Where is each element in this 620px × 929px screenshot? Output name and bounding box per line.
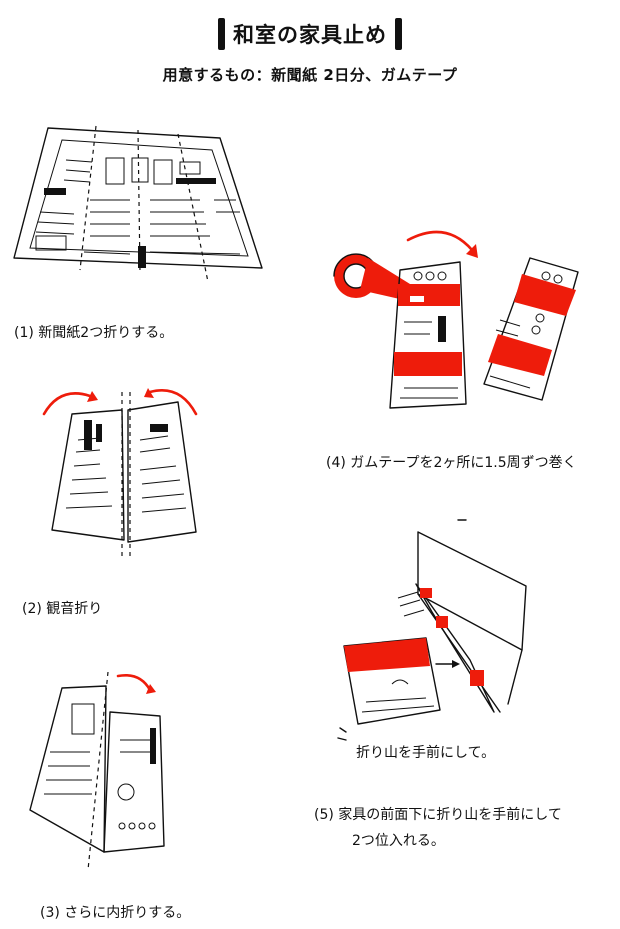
title-bracket-left <box>218 18 225 50</box>
page-title: 和室の家具止め <box>0 14 620 54</box>
step4-caption: (4) ガムテープを2ヶ所に1.5周ずつ巻く <box>326 455 577 471</box>
materials-line: 用意するもの：新聞紙 2日分、ガムテープ <box>162 66 458 84</box>
step1-caption: (1) 新聞紙2つ折りする。 <box>14 325 174 341</box>
step5-caption: (5) 家具の前面下に折り山を手前にして <box>314 807 562 823</box>
step5-note: 折り山を手前にして。 <box>356 745 496 761</box>
step5-caption-line2: 2つ位入れる。 <box>352 833 445 849</box>
title-bracket-right <box>395 18 402 50</box>
title-text: 和室の家具止め <box>233 23 387 47</box>
step2-caption: (2) 観音折り <box>22 601 103 617</box>
step3-caption: (3) さらに内折りする。 <box>40 905 191 921</box>
